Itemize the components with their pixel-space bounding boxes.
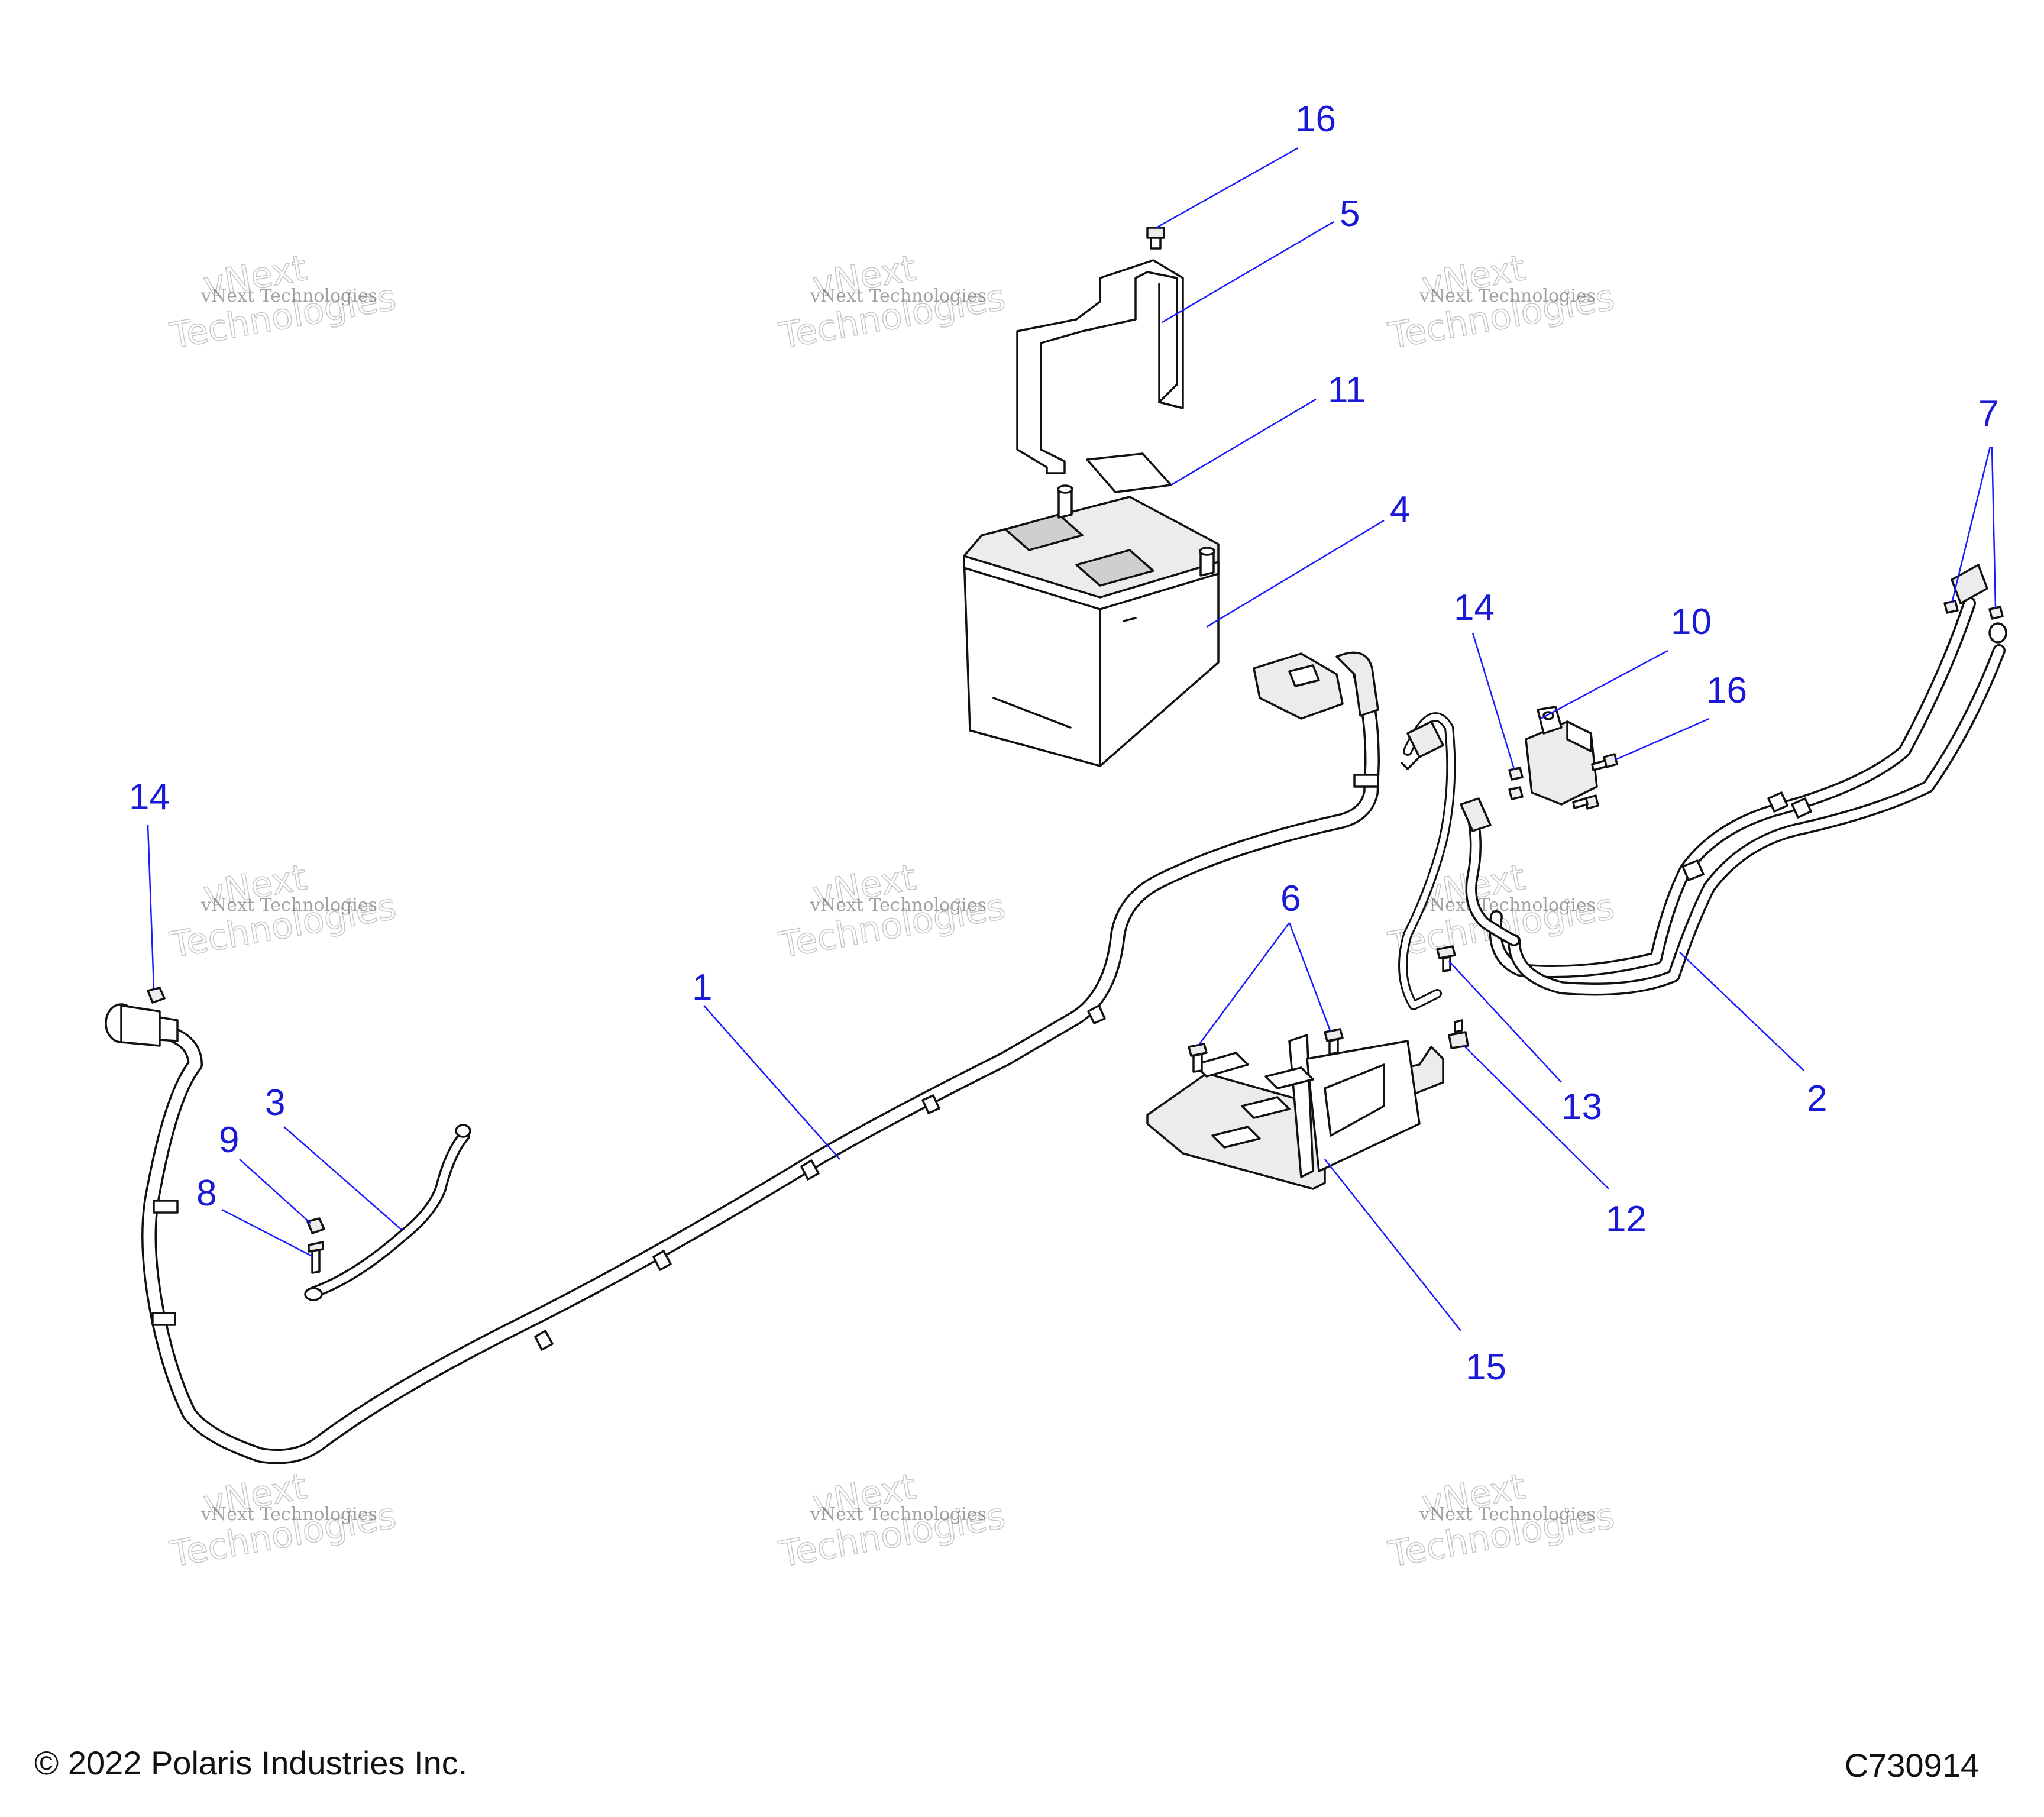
callout-15: 15: [1466, 1347, 1506, 1388]
diagram-reference-code: C730914: [1844, 1747, 1979, 1784]
bolt-16-top: [1146, 227, 1165, 250]
solenoid-harness: [1398, 712, 1520, 1010]
nut-7-right: [1988, 606, 2004, 620]
callout-12: 12: [1606, 1199, 1647, 1240]
svg-text:vNext Technologies: vNext Technologies: [1419, 286, 1596, 306]
battery-hold-down-bracket: [1016, 259, 1184, 474]
callout-4: 4: [1390, 489, 1410, 530]
callout-14-left: 14: [129, 777, 170, 817]
callout-2: 2: [1807, 1078, 1827, 1119]
watermark-grid: vNext Technologies vNext Technologies vN…: [166, 247, 1618, 1576]
watermark: vNext Technologies vNext Technologies: [775, 1465, 1008, 1576]
callout-14-right: 14: [1454, 587, 1495, 628]
bolt-6-right: [1324, 1028, 1344, 1055]
watermark: vNext Technologies vNext Technologies: [775, 856, 1008, 966]
leader-lines: [147, 147, 1997, 1331]
callout-10: 10: [1671, 602, 1712, 642]
callout-1: 1: [692, 967, 712, 1008]
cable-1-left-terminal: [105, 1003, 179, 1047]
battery-4: [963, 484, 1220, 767]
svg-text:vNext Technologies: vNext Technologies: [810, 1504, 987, 1525]
callout-16-right: 16: [1706, 670, 1747, 711]
terminal-boot: [1253, 651, 1379, 720]
battery-tray-15: [1146, 1034, 1444, 1190]
nut-14-left: [147, 987, 166, 1004]
svg-text:vNext Technologies: vNext Technologies: [810, 286, 987, 306]
watermark: vNext Technologies vNext Technologies: [1385, 247, 1618, 357]
watermark: vNext Technologies vNext Technologies: [166, 1465, 399, 1576]
bolt-6-left: [1188, 1043, 1208, 1073]
watermark: vNext Technologies vNext Technologies: [166, 247, 399, 357]
nut-14-right: [1508, 767, 1524, 800]
svg-text:vNext Technologies: vNext Technologies: [1419, 1504, 1596, 1525]
svg-text:vNext Technologies: vNext Technologies: [1419, 895, 1596, 916]
callout-8: 8: [196, 1173, 216, 1214]
callout-11: 11: [1328, 370, 1366, 410]
callout-7: 7: [1978, 393, 1998, 434]
watermark: vNext Technologies vNext Technologies: [166, 856, 399, 966]
battery-cable-1: [134, 667, 1380, 1464]
watermark: vNext Technologies vNext Technologies: [1385, 1465, 1618, 1576]
bolt-13: [1436, 945, 1456, 972]
callout-6: 6: [1280, 878, 1301, 919]
callout-9: 9: [219, 1120, 239, 1160]
copyright-text: © 2022 Polaris Industries Inc.: [34, 1744, 468, 1782]
callout-5: 5: [1340, 193, 1360, 234]
callout-16-top: 16: [1295, 99, 1336, 140]
callout-3: 3: [265, 1082, 285, 1123]
ground-cable-3: [304, 1124, 471, 1301]
callouts: 16 5 11 4 7 14 10 16 14 6 1 3 9 8 13 2 1…: [129, 99, 1998, 1388]
callout-13: 13: [1561, 1087, 1602, 1127]
watermark: vNext Technologies vNext Technologies: [775, 247, 1008, 357]
bolt-16-right: [1572, 753, 1618, 810]
battery-cable-2: [1489, 564, 2007, 996]
screw-8: [308, 1241, 324, 1274]
relay-10: [1525, 706, 1598, 806]
fitting-12: [1448, 1019, 1469, 1049]
svg-text:vNext Technologies: vNext Technologies: [810, 895, 987, 916]
svg-text:vNext Technologies: vNext Technologies: [200, 286, 377, 306]
battery-pad-11: [1086, 452, 1172, 493]
svg-text:vNext Technologies: vNext Technologies: [200, 1504, 377, 1525]
svg-text:vNext Technologies: vNext Technologies: [200, 895, 377, 916]
nut-9: [306, 1217, 325, 1234]
